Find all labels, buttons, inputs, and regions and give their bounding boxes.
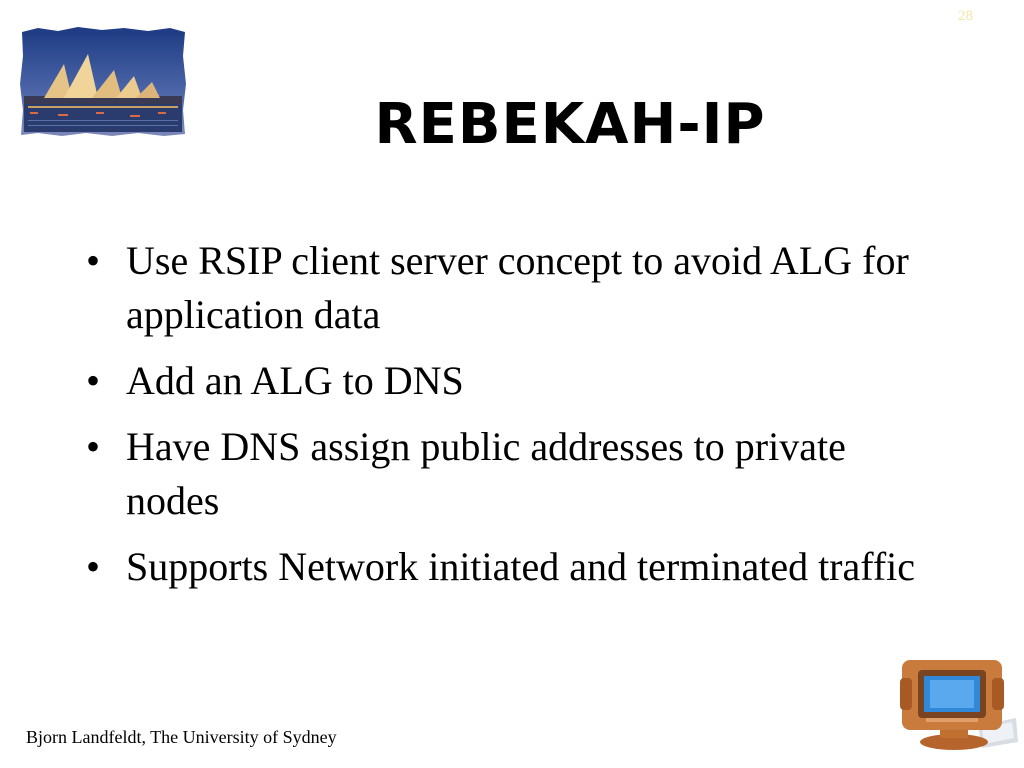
bullet-list: • Use RSIP client server concept to avoi…: [86, 234, 926, 606]
bullet-text: Add an ALG to DNS: [126, 358, 464, 403]
bullet-glyph: •: [86, 424, 101, 469]
slide-number: 28: [958, 8, 973, 24]
bullet-text: Have DNS assign public addresses to priv…: [126, 424, 846, 523]
bullet-glyph: •: [86, 358, 101, 403]
bullet-item: • Use RSIP client server concept to avoi…: [86, 234, 926, 342]
bullet-text: Supports Network initiated and terminate…: [126, 544, 916, 589]
sydney-opera-house-icon: [20, 27, 186, 136]
footer-credit: Bjorn Landfeldt, The University of Sydne…: [26, 727, 337, 747]
bullet-glyph: •: [86, 238, 101, 283]
bullet-item: • Have DNS assign public addresses to pr…: [86, 420, 926, 528]
bullet-glyph: •: [86, 544, 101, 589]
slide-title: REBEKAH-IP: [374, 92, 766, 157]
bullet-text: Use RSIP client server concept to avoid …: [126, 238, 909, 337]
bullet-item: • Add an ALG to DNS: [86, 354, 926, 408]
bullet-item: • Supports Network initiated and termina…: [86, 540, 926, 594]
computer-monitor-icon: [900, 660, 1018, 750]
